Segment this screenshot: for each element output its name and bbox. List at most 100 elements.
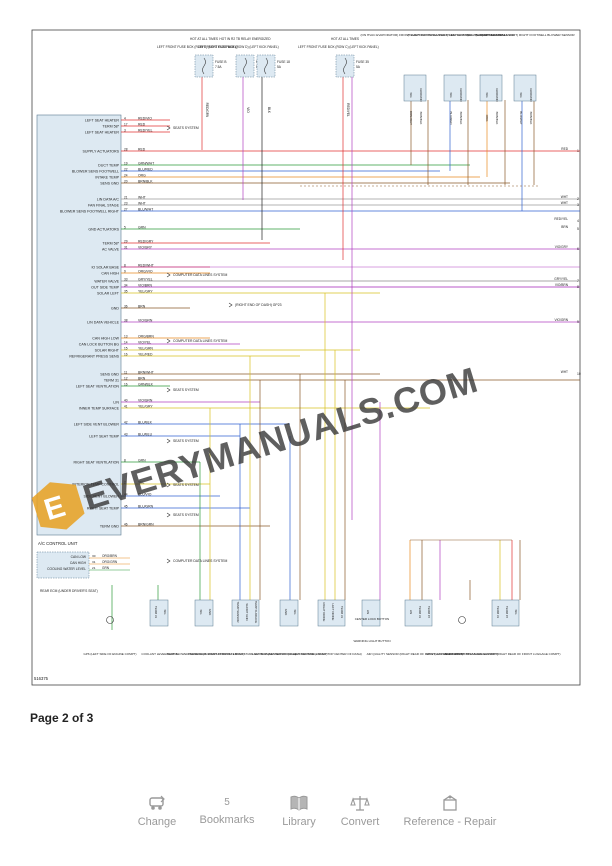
wire-color-code: RED/GRY [138,239,154,243]
nav-library[interactable]: Library [279,792,319,828]
ac-control-unit [36,114,122,536]
arrow-icon [166,338,171,344]
component-title: COOLANT LEVEL SWITCH [141,652,178,656]
right-pin-number: 5 [577,227,579,231]
sensor-title: (IN RIGHT FOOTWELL DUCT) RIGHT FOOTWELL … [475,33,575,37]
pin-number: 3 [124,128,126,132]
right-pin-number: 8 [577,285,579,289]
sensor-title: (IN LEFT FOOTWELL DUCT) LEFT FOOTWELL BL… [407,33,503,37]
pin-number: 20 [124,179,128,183]
wire-color-code: GRN/BLK [138,382,154,386]
nav-bookmarks[interactable]: 5 Bookmarks [198,792,256,826]
wire-color-code: YEL/RED [138,352,153,356]
fuse-label: FUSE 35 [356,60,369,64]
arrow-icon [228,302,233,308]
ground-icon [458,616,466,624]
sensor-title: (ON HVAC) INTAKE AIR SENSOR [467,33,515,37]
fuse-icon [243,57,247,75]
sensor-pin-label: GROUND [419,88,423,102]
pin-number: 12 [124,376,128,380]
wire-color-code: BRN [138,304,146,308]
rear-ecm-pin-label: CAN HIGH [70,561,87,565]
sensor-title: (ON HVAC EVAPORATOR) FRONT EVAPORATOR TE… [361,33,471,37]
system-reference: SEATS SYSTEM [173,513,199,517]
nav-change[interactable]: Change [134,792,180,828]
rear-ecm-box [36,551,90,579]
diagram-frame [31,29,581,686]
pin-number: 19 [124,161,128,165]
wire-color-code: VIO/GRY [555,245,569,249]
fuse-box-title: LEFT FRONT FUSE BOX (ROW D) (LEFT KICK P… [198,45,279,49]
nav-reference-repair[interactable]: Reference - Repair [400,792,500,828]
component-title: CENTER LOCK BUTTON [355,617,389,621]
system-reference: COMPUTER DATA LINES SYSTEM [173,559,227,563]
component-pin-label: SIG [514,610,518,616]
fuse-amps: 7.5A [215,65,222,69]
system-reference: SEATS SYSTEM [173,388,199,392]
pin-number: 42 [124,420,128,424]
ground-icon [106,616,114,624]
wire-color-code: BLK [267,107,271,114]
right-pin-number: 4 [577,219,579,223]
wire-color-code: GRN [102,566,110,570]
pin-number: 27 [124,207,128,211]
sensor-box [443,74,467,102]
wire-color-code: BLU/WHT [138,207,153,211]
pin-number: 8 [124,263,126,267]
nav-convert[interactable]: Convert [338,792,382,828]
control-unit-pin-label: SOLAR LEFT [97,291,120,295]
fuse-box-title: LEFT FRONT FUSE BOX (ROW B) (LEFT KICK P… [157,45,238,49]
book-icon [290,795,308,811]
fuse-amps: 5A [356,65,361,69]
sensor-pin-label: GROUND [459,88,463,102]
fuse-icon [264,57,268,75]
component-box [149,599,169,627]
control-unit-label: A/C CONTROL UNIT [38,541,78,546]
fuse-box-title: LEFT FRONT FUSE BOX (ROW C) (LEFT KICK P… [298,45,379,49]
pin-number: 9 [124,269,126,273]
wire-color-code: BLU/RED [449,111,453,125]
component-pin-label: TERM 15 [427,606,431,619]
wire-color-code: RED [138,147,146,151]
component-pin-label: GND [284,609,288,615]
wire-color-code: BRN [138,376,146,380]
figure-id: 516375 [34,676,49,681]
component-title: SUN SENSOR (UNDER TOP CENTER OF DASH) [294,652,362,656]
pin-number: 16 [124,352,128,356]
right-pin-number: 2 [577,197,579,201]
wire-color-code: BRN/WHT [409,111,413,125]
component-pin-label: TEMP SENSOR [236,602,240,623]
pin-number: 35 [124,289,128,293]
right-pin-number: 7 [577,279,579,283]
fuse-label: FUSE B [215,60,227,64]
control-unit-pin-label: TERM 58* [102,124,119,128]
wire-color-code: BLU/BLU [138,432,153,436]
control-unit-pin-label: GND [111,306,119,310]
wire-color-code: VIO/GRN [138,398,153,402]
pin-number: 29 [124,239,128,243]
control-unit-pin-label: TERM GND [100,524,120,528]
pin-number: 38 [124,318,128,322]
sensor-pin-label: GROUND [529,88,533,102]
component-pin-label: GND [208,609,212,615]
wire-color-code: ORG/BRN [138,334,154,338]
component-box [404,599,433,627]
wire-color-code: GRY/YEL [138,277,153,281]
watermark-logo-icon [31,482,85,530]
wire-color-code: BRN/GRN [138,522,154,526]
component-pin-label: LIN [366,610,370,615]
wire-color-code: YEL/GRY [138,289,153,293]
right-pin-number: 3 [577,203,579,207]
car-icon [149,795,165,810]
component-title: GP6 (LEFT SIDE OF ENGINE COMPT) [84,652,137,656]
pin-number: 41 [124,404,128,408]
fuse-amps: 5A [277,65,282,69]
wire-color-code: GRN [138,225,146,229]
component-pin-label: SIG [199,610,203,616]
control-unit-pin-label: LIN DATA A/C [97,197,120,201]
nav-bookmarks-label: Bookmarks [199,814,255,826]
control-unit-pin-label: LEFT SEAT VENTILATION [76,384,119,388]
wire-color-code: BLU/BLK [138,420,153,424]
